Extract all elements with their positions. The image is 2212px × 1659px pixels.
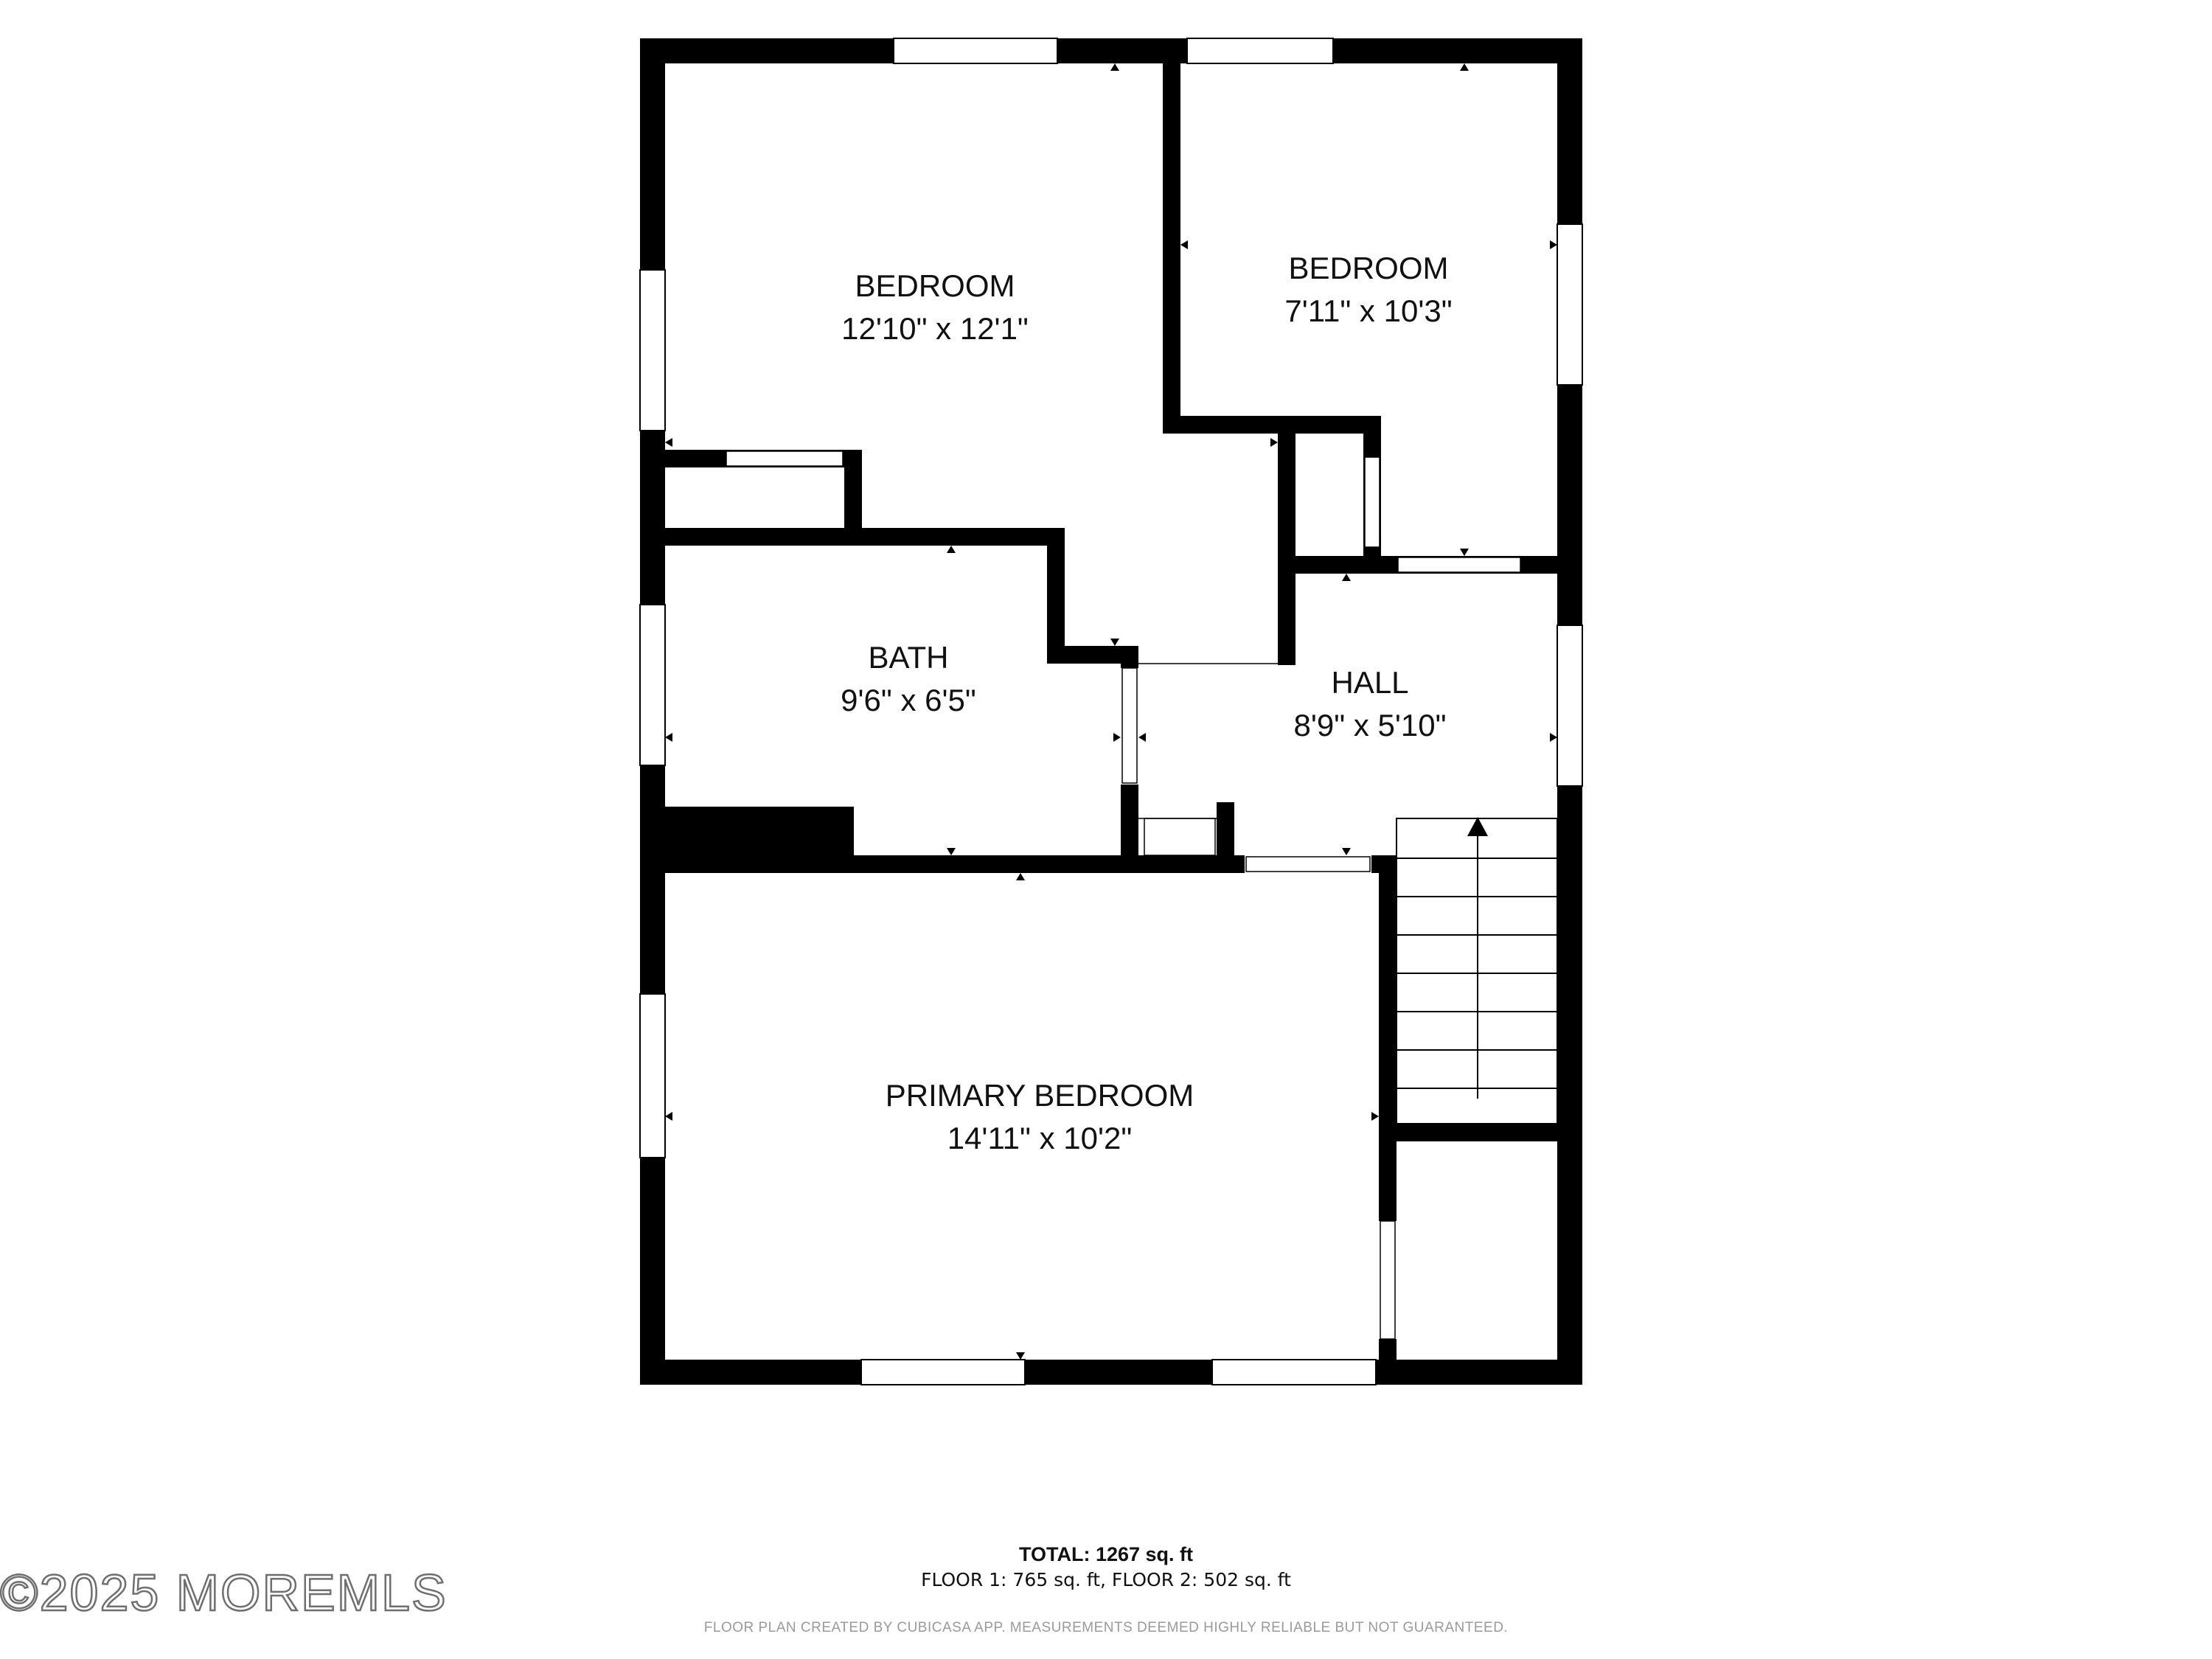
floor-areas: FLOOR 1: 765 sq. ft, FLOOR 2: 502 sq. ft [921, 1569, 1291, 1590]
dimension-markers [665, 63, 1557, 1360]
window [639, 604, 666, 766]
bath-door [1121, 667, 1138, 784]
closet-opening [726, 451, 844, 467]
opening-lines [1138, 663, 1278, 819]
window [639, 993, 666, 1158]
window [860, 1359, 1026, 1385]
room-name-bedroom-2: BEDROOM [1288, 251, 1448, 285]
primary-door [1245, 856, 1371, 872]
wall-bath-bottom [640, 855, 1245, 873]
wall-bath-jog [1047, 528, 1065, 662]
window [1557, 223, 1583, 386]
stairs [1396, 818, 1558, 1124]
stairs-arrow-icon [1467, 817, 1488, 836]
wall-bedroom-divider [1163, 38, 1180, 434]
hall-closet-opening [1144, 818, 1216, 856]
closet-opening [1364, 456, 1380, 548]
total-area: TOTAL: 1267 sq. ft [1018, 1543, 1194, 1565]
window [1557, 625, 1583, 787]
window [893, 38, 1058, 64]
closet-opening [1380, 1220, 1396, 1340]
wall-primary-right-lower [1379, 1339, 1397, 1385]
room-size-bedroom-2: 7'11" x 10'3" [1284, 293, 1452, 328]
window [1211, 1359, 1377, 1385]
disclaimer: FLOOR PLAN CREATED BY CUBICASA APP. MEAS… [703, 1620, 1509, 1635]
wall-bath-top [640, 528, 1065, 546]
watermark: ©2025 MOREMLS [0, 1563, 448, 1623]
wall-linen-right [844, 450, 862, 538]
room-size-bath: 9'6" x 6'5" [841, 683, 976, 717]
room-name-hall: HALL [1331, 665, 1408, 700]
bedroom2-door [1397, 557, 1521, 573]
room-size-primary-bedroom: 14'11" x 10'2" [947, 1121, 1133, 1155]
exterior-wall-top [640, 38, 1582, 63]
room-name-bedroom: BEDROOM [855, 268, 1015, 303]
wall-closet-left [1278, 431, 1295, 665]
room-labels: BEDROOM 12'10" x 12'1" BEDROOM 7'11" x 1… [841, 251, 1452, 1155]
openings [726, 451, 1521, 1340]
room-size-hall: 8'9" x 5'10" [1294, 708, 1447, 742]
windows [639, 38, 1583, 1385]
room-name-bath: BATH [869, 640, 949, 675]
wall-bedroom2-bottom [1163, 416, 1381, 434]
window [639, 269, 666, 431]
room-name-primary-bedroom: PRIMARY BEDROOM [886, 1078, 1194, 1113]
wall-bath-right [1121, 646, 1138, 668]
wall-primary-right [1379, 855, 1397, 1221]
wall-hall-closet-right [1217, 802, 1234, 873]
wall-stairs-bottom [1379, 1124, 1582, 1141]
exterior-wall-bottom [640, 1360, 1582, 1385]
room-size-bedroom: 12'10" x 12'1" [841, 311, 1029, 346]
window [1186, 38, 1334, 64]
